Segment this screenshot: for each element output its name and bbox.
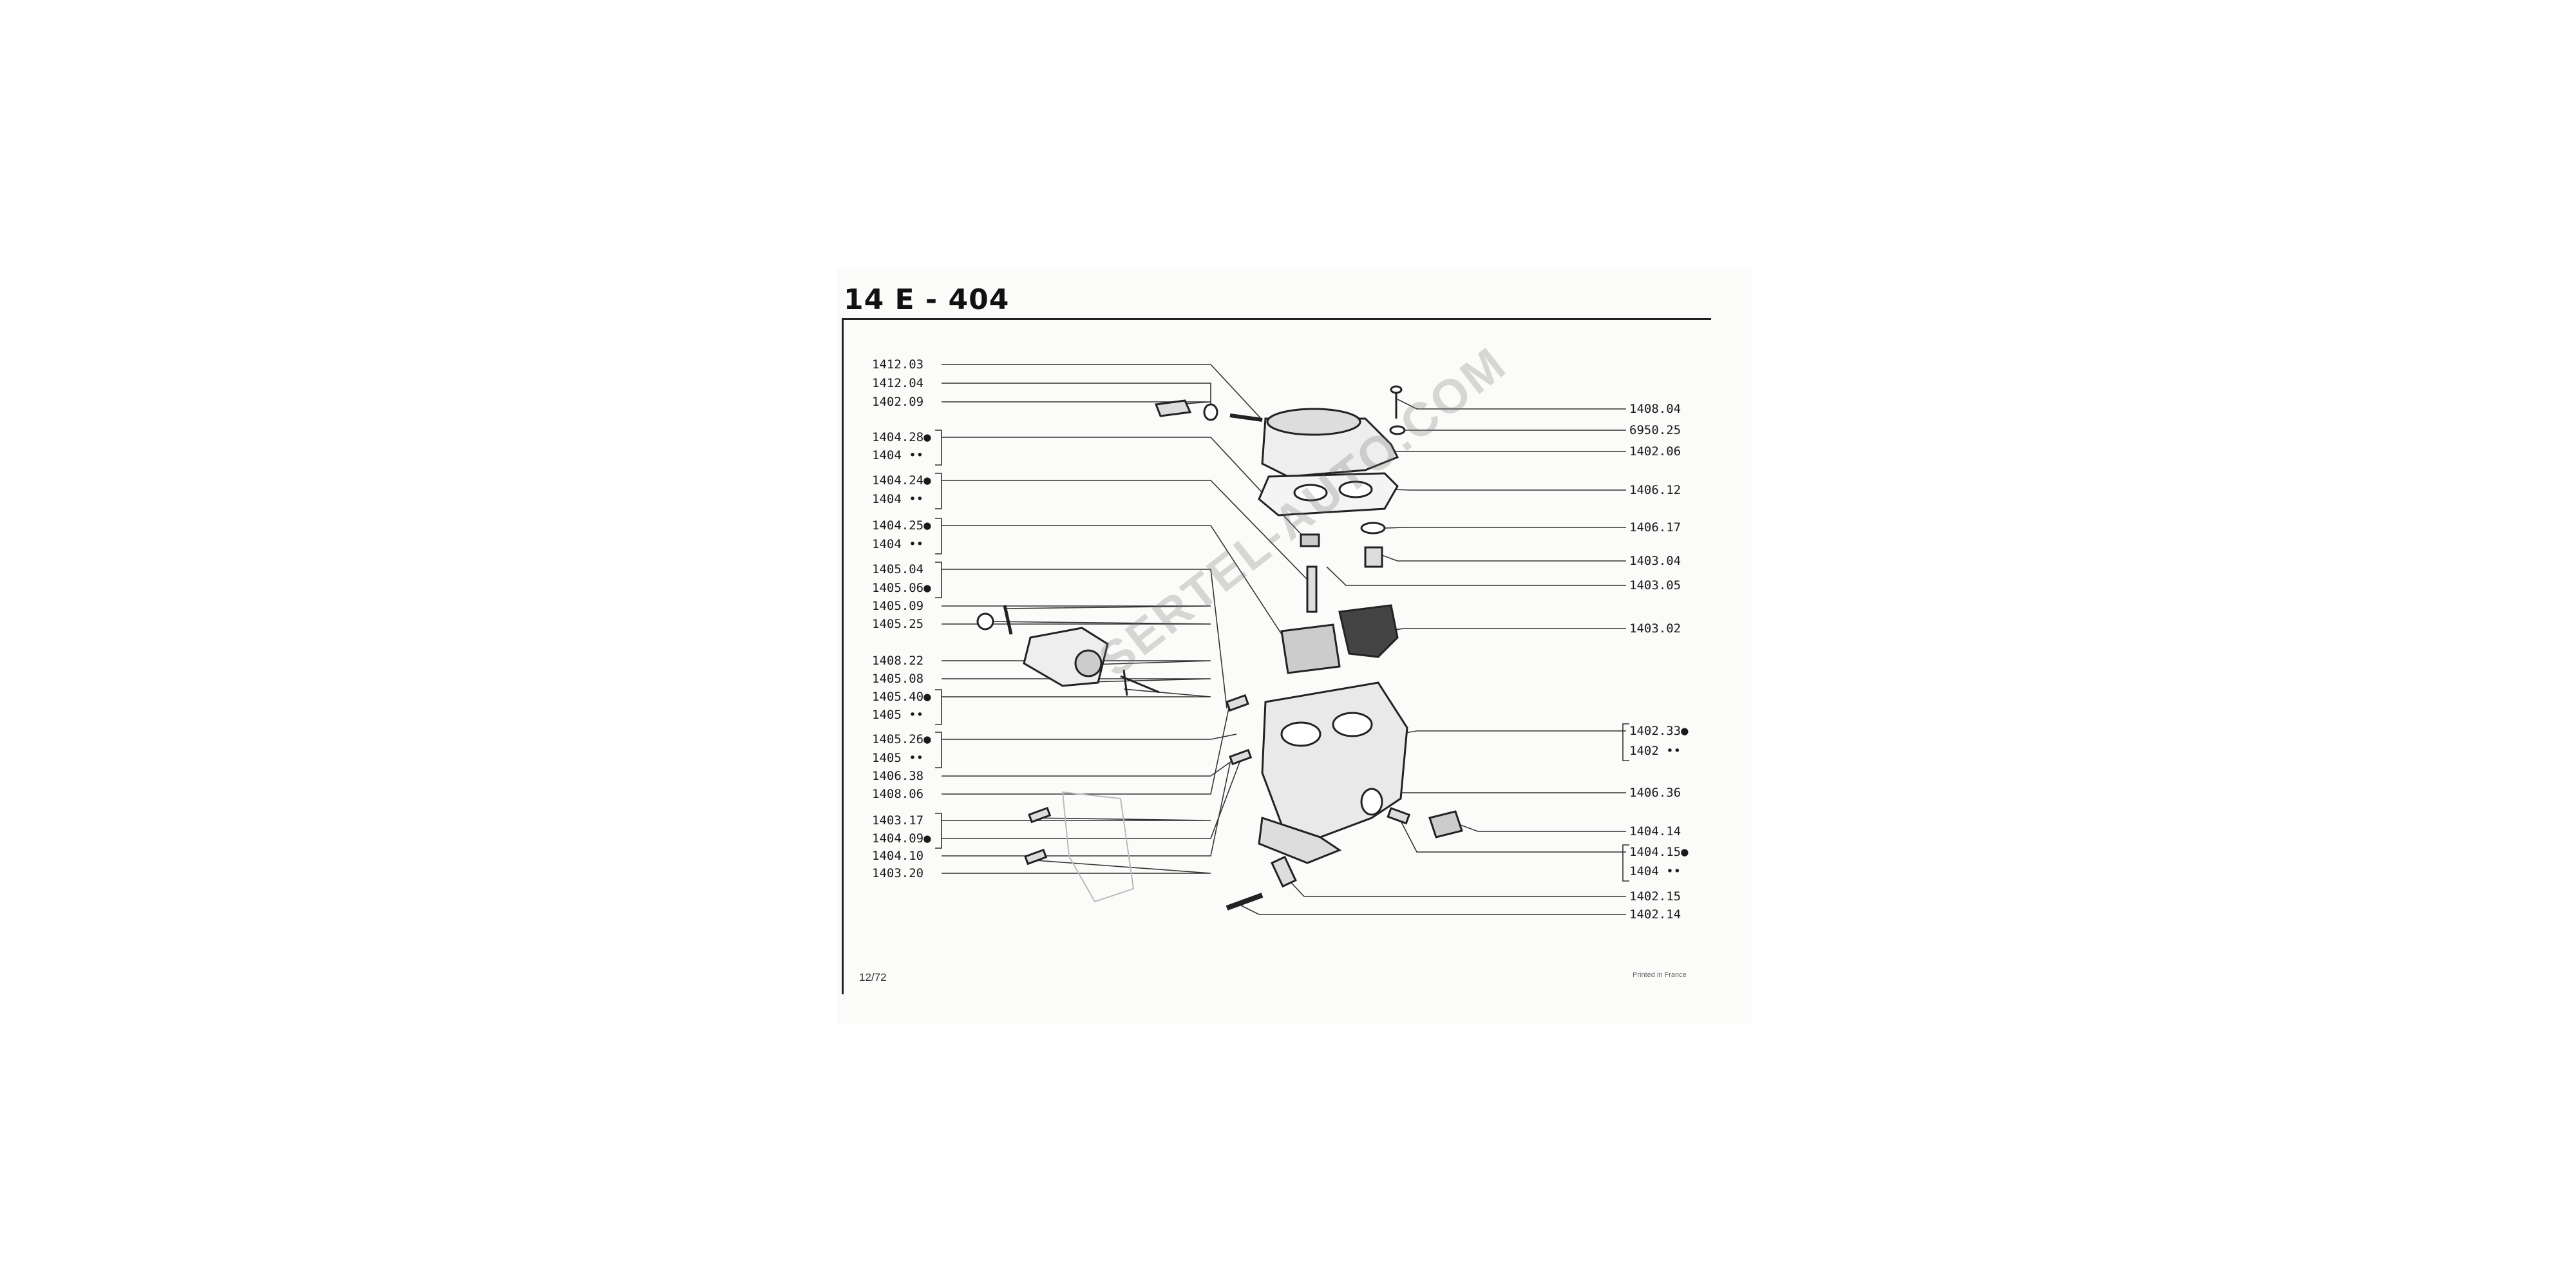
part-ref: 1406.36 [1629, 786, 1681, 800]
frame-left-rule [842, 318, 844, 994]
part-ref: 1405.06● [872, 581, 931, 595]
catalog-page [837, 267, 1752, 1024]
part-ref: 1402.09 [872, 395, 924, 409]
part-ref: 1404.25● [872, 518, 931, 533]
part-ref: 1404.09● [872, 831, 931, 846]
part-ref: 1408.04 [1629, 402, 1681, 416]
part-ref: 1404.15● [1629, 845, 1689, 859]
part-ref: 1403.17 [872, 813, 924, 828]
part-ref: 1412.03 [872, 357, 924, 372]
part-ref: 1404 •• [872, 537, 924, 551]
part-ref: 1402.14 [1629, 907, 1681, 922]
part-ref: 1404.24● [872, 473, 931, 488]
part-ref: 1403.20 [872, 866, 924, 880]
part-ref: 1404 •• [872, 492, 924, 506]
part-ref: 1408.22 [872, 654, 924, 668]
part-ref: 1408.06 [872, 787, 924, 801]
part-ref: 1406.17 [1629, 520, 1681, 535]
part-ref: 1404.14 [1629, 824, 1681, 838]
part-ref: 1404 •• [1629, 864, 1681, 878]
part-ref: 1404.10 [872, 849, 924, 863]
part-ref: 1405.25 [872, 617, 924, 631]
part-ref: 1403.02 [1629, 621, 1681, 636]
part-ref: 1406.12 [1629, 483, 1681, 497]
footer-printed: Printed in France [1633, 971, 1687, 979]
part-ref: 1412.04 [872, 376, 924, 390]
part-ref: 6950.25 [1629, 423, 1681, 437]
part-ref: 1405.40● [872, 690, 931, 704]
part-ref: 1405 •• [872, 751, 924, 765]
part-ref: 1402.06 [1629, 444, 1681, 459]
part-ref: 1403.05 [1629, 578, 1681, 592]
part-ref: 1405.08 [872, 672, 924, 686]
footer-date: 12/72 [859, 971, 887, 983]
part-ref: 1404 •• [872, 448, 924, 462]
part-ref: 1402.33● [1629, 724, 1689, 738]
part-ref: 1406.38 [872, 769, 924, 783]
part-ref: 1402.15 [1629, 889, 1681, 904]
part-ref: 1405.26● [872, 732, 931, 746]
part-ref: 1405 •• [872, 708, 924, 722]
part-ref: 1404.28● [872, 430, 931, 444]
part-ref: 1405.09 [872, 599, 924, 613]
part-ref: 1405.04 [872, 562, 924, 576]
part-ref: 1402 •• [1629, 744, 1681, 758]
page-title: 14 E - 404 [844, 283, 1010, 316]
frame-top-rule [842, 318, 1711, 320]
part-ref: 1403.04 [1629, 554, 1681, 568]
